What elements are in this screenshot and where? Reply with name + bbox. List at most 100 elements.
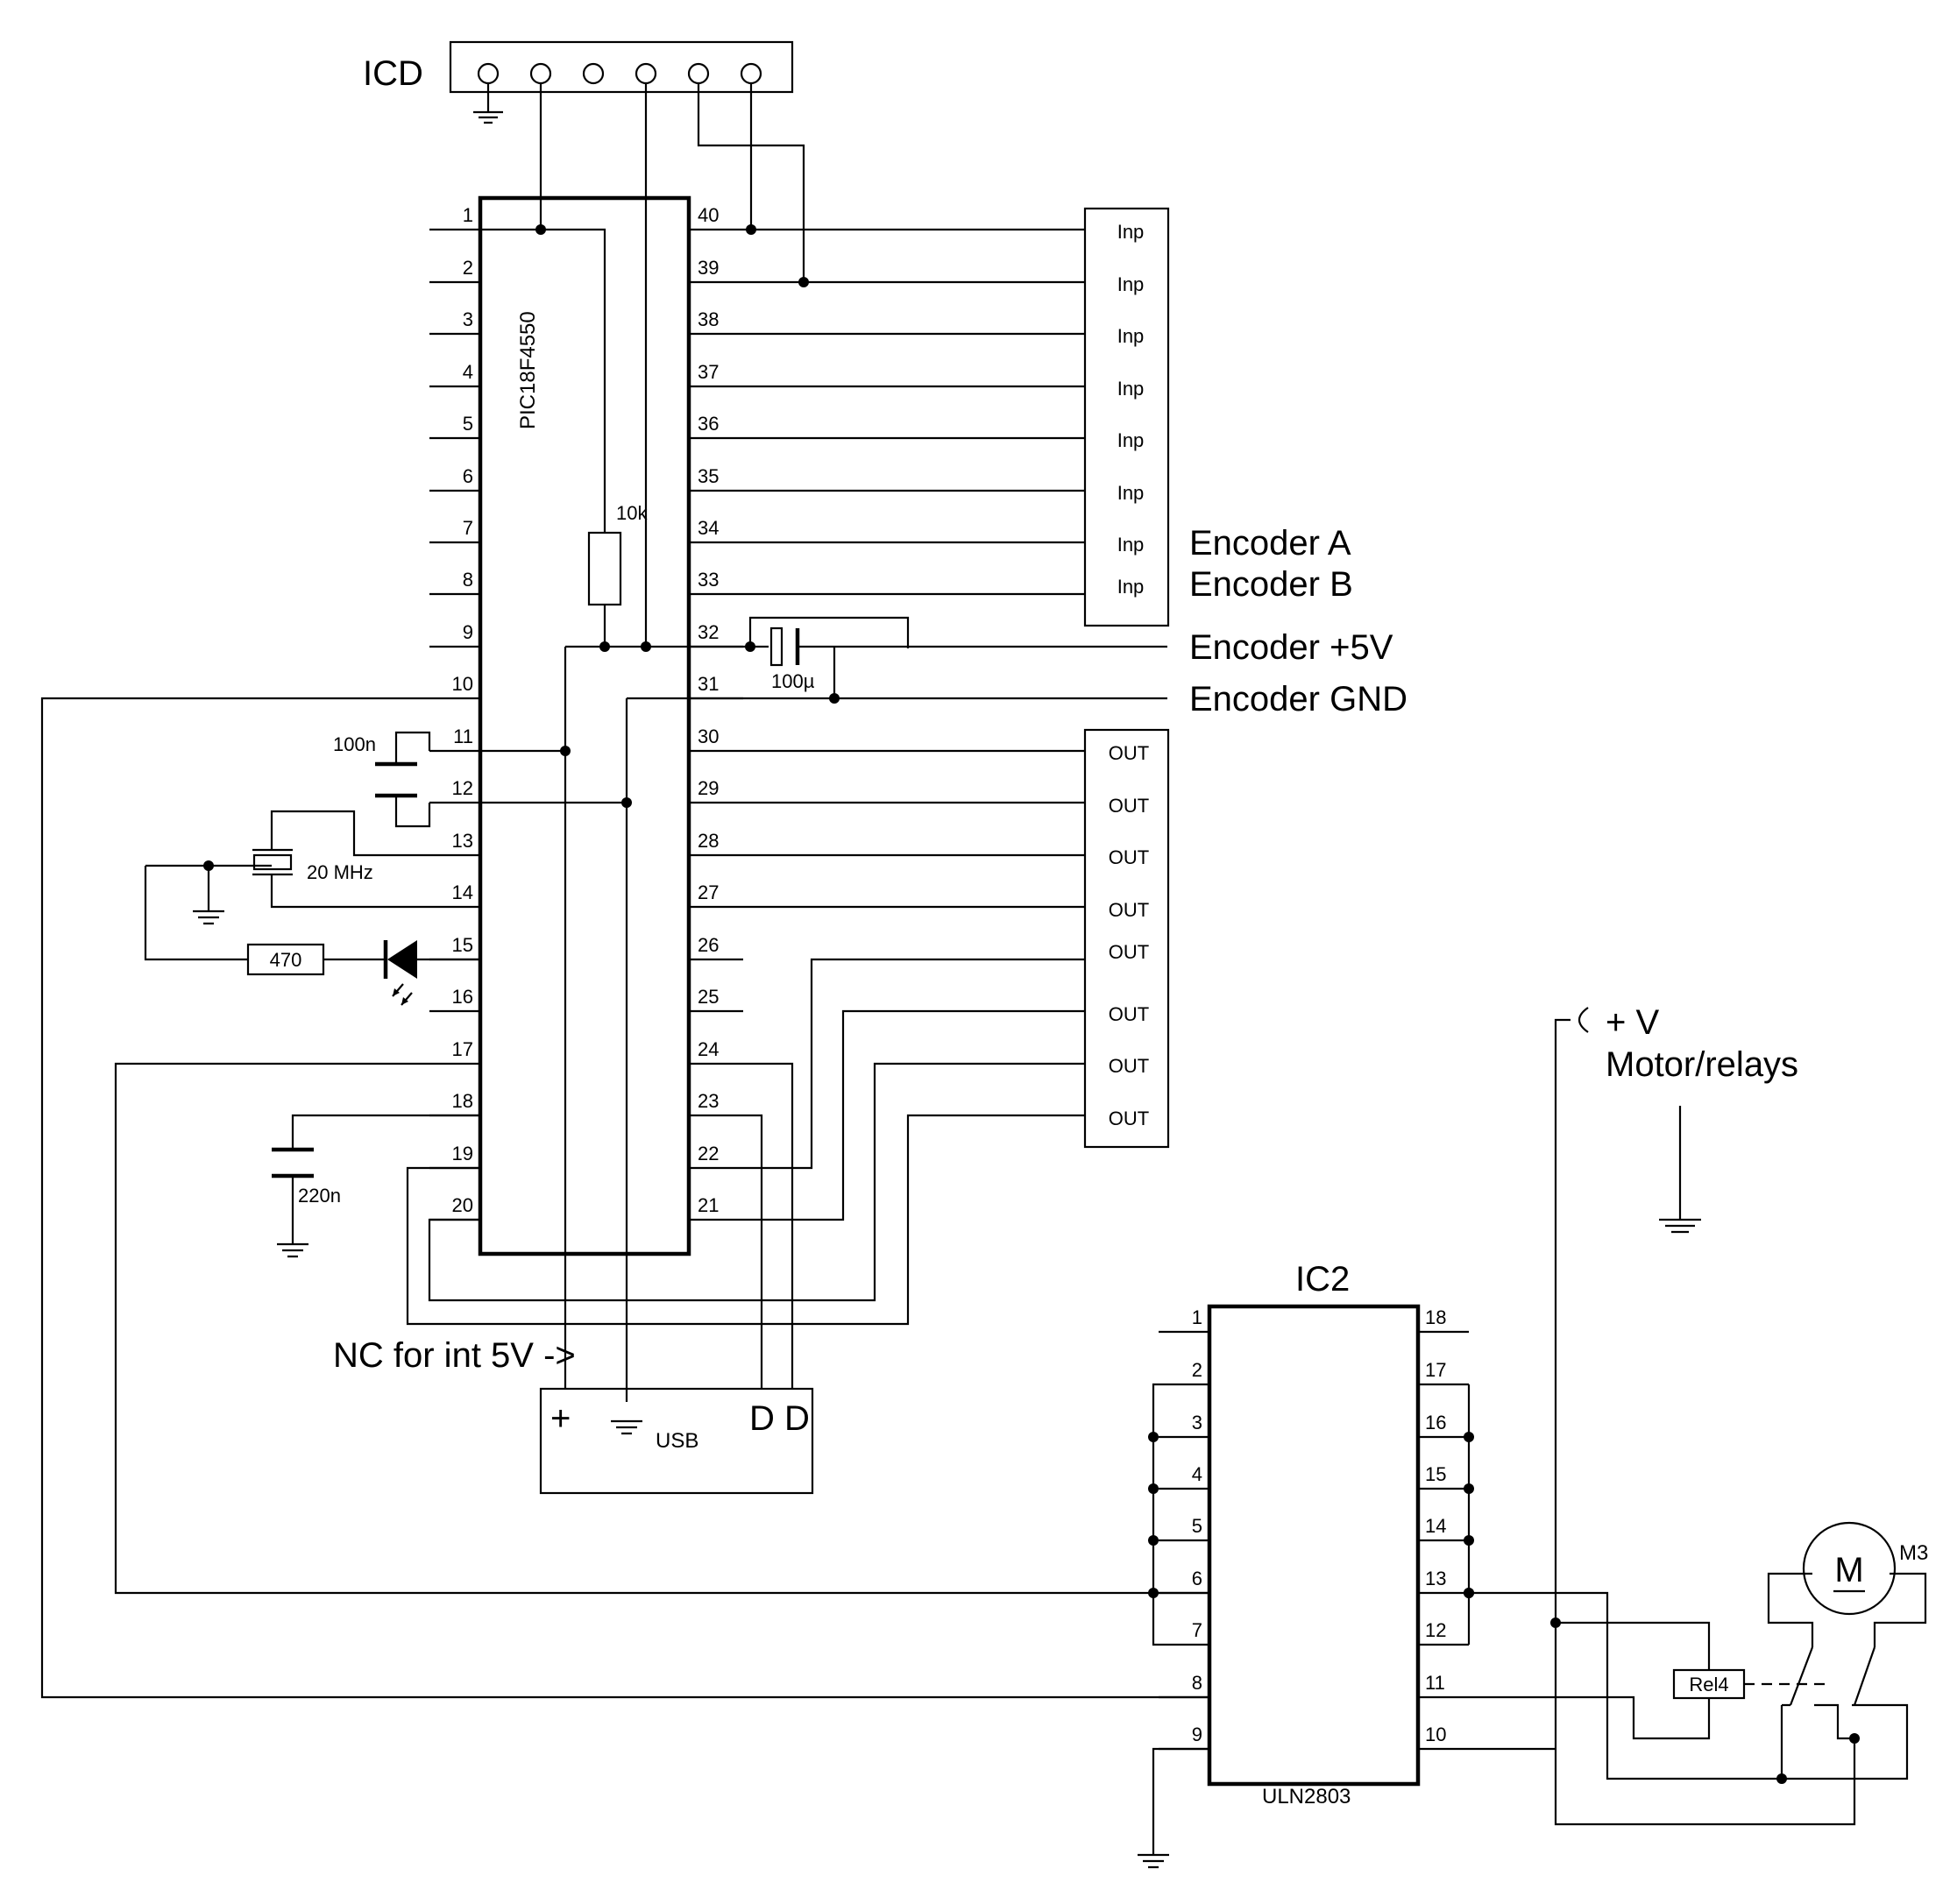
icd-label: ICD: [363, 54, 423, 93]
ic1-pin-7: 7: [463, 517, 473, 539]
ic1-pin-6: 6: [463, 465, 473, 487]
ic1-pin-15: 15: [452, 934, 473, 956]
input-block: Inp Inp Inp Inp Inp Inp Inp Inp: [1083, 207, 1170, 627]
ic2-pin-13: 13: [1425, 1568, 1446, 1589]
ic2-pin-12: 12: [1425, 1619, 1446, 1641]
ic1-pin-4: 4: [463, 361, 473, 383]
ic1-pin-18: 18: [452, 1090, 473, 1112]
ic1-pin-12: 12: [452, 777, 473, 799]
input-label-2: Inp: [1117, 273, 1145, 295]
ic1-pin-8: 8: [463, 569, 473, 591]
encoder-b-label: Encoder B: [1189, 565, 1353, 604]
ic1-internal-wiring: 10k: [480, 224, 743, 1402]
ic1-pin-1: 1: [463, 204, 473, 226]
ic1-pin-31: 31: [698, 673, 719, 695]
input-label-5: Inp: [1117, 429, 1145, 451]
ic1-pin-27: 27: [698, 881, 719, 903]
ic2-pin-8: 8: [1192, 1672, 1202, 1694]
left-components: 100n 20 MHz 470 220n: [40, 697, 1209, 1699]
ic2-pin-5: 5: [1192, 1515, 1202, 1537]
ic2-pin-7: 7: [1192, 1619, 1202, 1641]
ic1-pin-38: 38: [698, 308, 719, 330]
led-icon: [387, 940, 417, 979]
ic1-pin-20: 20: [452, 1194, 473, 1216]
ic1-pin-32: 32: [698, 621, 719, 643]
usb-note: NC for int 5V ->: [333, 1336, 576, 1375]
ic1-pic18f4550: PIC18F4550 1 2 3 4 5 6 7 8 9 10 11 12 13…: [429, 195, 743, 1256]
ic1-pin-37: 37: [698, 361, 719, 383]
ic1-pin-17: 17: [452, 1038, 473, 1060]
motor-icon: [1802, 1521, 1897, 1616]
ic2-pin-6: 6: [1192, 1568, 1202, 1589]
ic2-pin-4: 4: [1192, 1463, 1202, 1485]
usb-plus-label: +: [550, 1399, 571, 1438]
ic1-pin-22: 22: [698, 1143, 719, 1164]
crystal-label: 20 MHz: [307, 861, 373, 883]
ic2-pin-14: 14: [1425, 1515, 1446, 1537]
input-label-6: Inp: [1117, 482, 1145, 504]
ic1-pin-35: 35: [698, 465, 719, 487]
ic2-pin-15: 15: [1425, 1463, 1446, 1485]
ic1-pin-36: 36: [698, 413, 719, 435]
icd-connector: ICD: [363, 40, 805, 646]
output-label-7: OUT: [1109, 1055, 1149, 1077]
cap-100u: [769, 626, 784, 667]
right-wiring: 100µ: [743, 224, 1167, 1389]
ic1-pin-30: 30: [698, 726, 719, 747]
ic2-pin-18: 18: [1425, 1306, 1446, 1328]
output-label-3: OUT: [1109, 846, 1149, 868]
resistor-10k: [587, 531, 622, 606]
ic2-pin-2: 2: [1192, 1359, 1202, 1381]
input-label-3: Inp: [1117, 325, 1145, 347]
motor-label: M3: [1899, 1541, 1928, 1565]
encoder-a-label: Encoder A: [1189, 524, 1351, 563]
output-label-5: OUT: [1109, 941, 1149, 963]
ic1-pin-33: 33: [698, 569, 719, 591]
output-label-4: OUT: [1109, 899, 1149, 921]
motor-symbol: M: [1834, 1551, 1863, 1589]
ic1-pin-25: 25: [698, 986, 719, 1008]
ic1-pin-11: 11: [453, 726, 473, 747]
ic2-title: IC2: [1295, 1260, 1350, 1299]
ic1-pin-23: 23: [698, 1090, 719, 1112]
ic2-part-label: ULN2803: [1262, 1785, 1351, 1808]
ic1-pin-26: 26: [698, 934, 719, 956]
ic1-pin-28: 28: [698, 830, 719, 852]
ic2-pin-11: 11: [1425, 1672, 1445, 1694]
ic2-pin-17: 17: [1425, 1359, 1446, 1381]
cap-220n-label: 220n: [298, 1185, 341, 1207]
resistor-470-label: 470: [270, 949, 302, 971]
ic2-pin-16: 16: [1425, 1412, 1446, 1433]
ic1-pin-21: 21: [698, 1194, 719, 1216]
output-label-2: OUT: [1109, 795, 1149, 817]
encoder-vcc-label: Encoder +5V: [1189, 628, 1393, 667]
ic1-pin-5: 5: [463, 413, 473, 435]
input-label-4: Inp: [1117, 378, 1145, 400]
input-label-8: Inp: [1117, 576, 1145, 598]
ic1-pin-9: 9: [463, 621, 473, 643]
encoder-gnd-label: Encoder GND: [1189, 680, 1407, 718]
ic1-pin-3: 3: [463, 308, 473, 330]
encoder-labels: Encoder A Encoder B Encoder +5V Encoder …: [1189, 524, 1407, 718]
input-label-7: Inp: [1117, 534, 1145, 556]
ic1-pin-14: 14: [452, 881, 473, 903]
ic1-pin-29: 29: [698, 777, 719, 799]
ic1-pin-39: 39: [698, 257, 719, 279]
output-label-1: OUT: [1109, 742, 1149, 764]
cap-100n-label: 100n: [333, 733, 376, 755]
ic1-pin-34: 34: [698, 517, 719, 539]
relay-label: Rel4: [1689, 1674, 1728, 1695]
motor-supply-line2: Motor/relays: [1606, 1045, 1798, 1084]
crystal-20mhz: [252, 853, 293, 871]
usb-data-label: D D: [749, 1399, 810, 1438]
ic1-pin-2: 2: [463, 257, 473, 279]
output-label-6: OUT: [1109, 1003, 1149, 1025]
ic1-part-label: PIC18F4550: [516, 311, 540, 429]
output-block: OUT OUT OUT OUT OUT OUT OUT OUT: [1083, 728, 1170, 1149]
ic2-pin-9: 9: [1192, 1724, 1202, 1745]
ic1-pin-10: 10: [452, 673, 473, 695]
ic1-pin-19: 19: [452, 1143, 473, 1164]
ic1-pin-24: 24: [698, 1038, 719, 1060]
motor-supply-line1: + V: [1606, 1003, 1659, 1042]
cap-100u-label: 100µ: [771, 670, 815, 692]
